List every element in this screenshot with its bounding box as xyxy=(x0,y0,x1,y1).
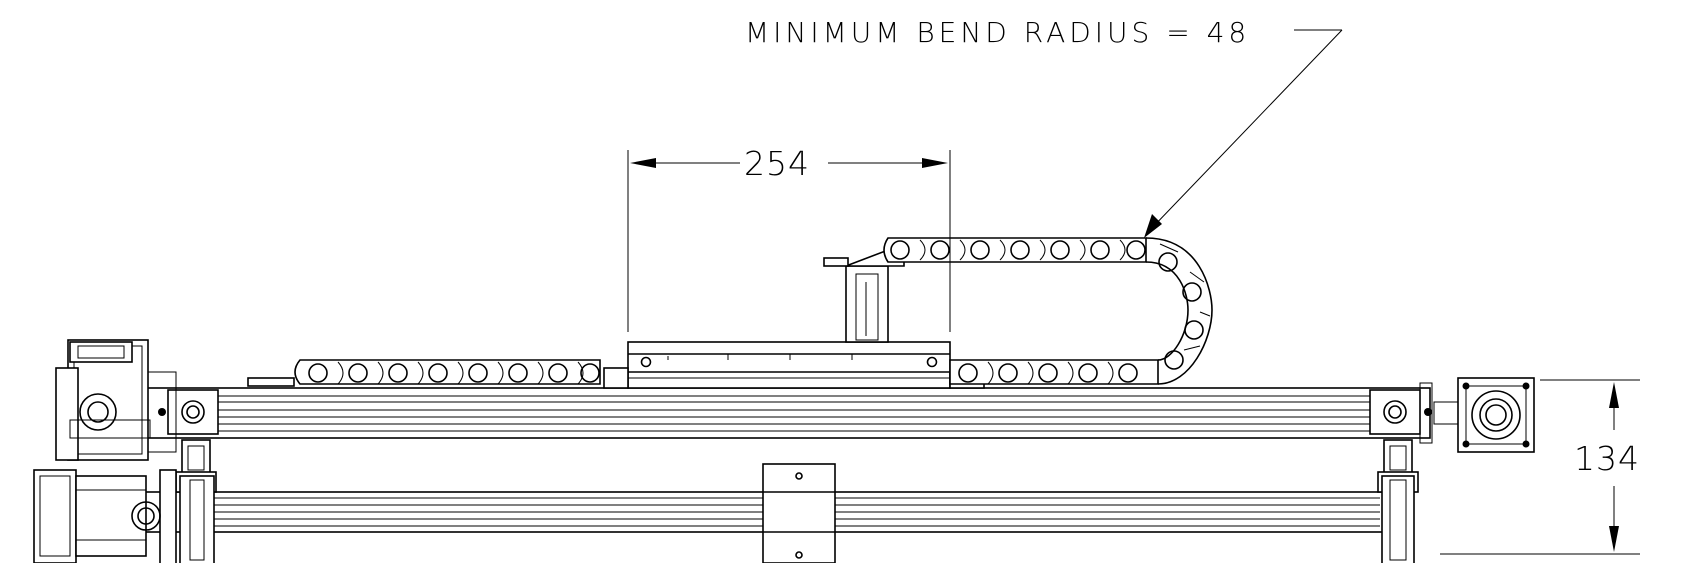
upper-rail xyxy=(129,382,1433,444)
dimension-254 xyxy=(627,150,951,332)
drag-chain-bend xyxy=(1145,237,1213,385)
upper-rail-right-end-block xyxy=(1369,389,1432,435)
dimension-134-label: 134 xyxy=(1574,439,1640,478)
drag-chain-lower-left xyxy=(247,359,601,387)
upper-rail-left-end-block xyxy=(158,389,219,435)
carriage xyxy=(603,341,985,389)
drag-chain-upper xyxy=(883,237,1147,263)
chain-bracket xyxy=(823,249,905,343)
center-mounting-plate xyxy=(762,463,836,563)
dimension-134 xyxy=(1440,379,1640,555)
bend-radius-note: MINIMUM BEND RADIUS = 48 xyxy=(745,16,1250,49)
lower-rail xyxy=(57,491,1409,533)
bend-radius-leader xyxy=(1144,29,1343,238)
drag-chain-lower-right xyxy=(949,359,1159,385)
left-upright xyxy=(159,439,217,563)
right-upright xyxy=(1377,439,1419,563)
drag-chain-left-stack xyxy=(69,341,133,363)
left-drive-assembly xyxy=(33,339,177,563)
dimension-254-label: 254 xyxy=(744,144,810,183)
motor-mount-right xyxy=(1433,377,1535,453)
